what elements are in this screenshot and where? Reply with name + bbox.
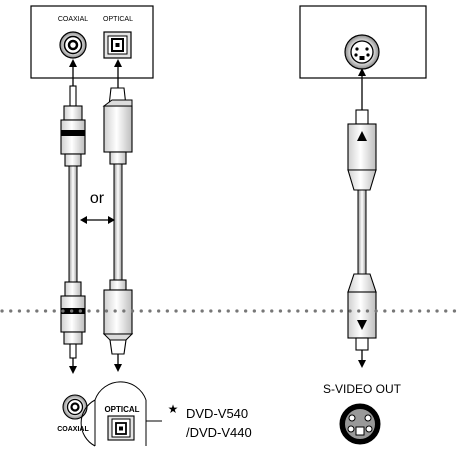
model-line-2: /DVD-V440 — [186, 425, 252, 440]
optical-cable — [102, 59, 134, 372]
coaxial-jack-icon — [62, 394, 88, 420]
optical-jack-icon — [103, 31, 132, 59]
coaxial-label: COAXIAL — [58, 16, 88, 23]
left-panel-frame — [30, 5, 154, 79]
svideo-jack-icon — [339, 403, 381, 445]
coaxial-cable — [60, 59, 86, 374]
right-device-panel — [299, 5, 427, 79]
arrow-icon — [358, 68, 366, 76]
arrow-icon — [358, 360, 366, 368]
arrow-icon — [114, 364, 122, 372]
arrow-icon — [114, 59, 122, 67]
arrow-icon — [80, 216, 87, 224]
arrow-icon — [357, 320, 367, 330]
optical-callout-circle — [80, 381, 147, 447]
optical-jack-icon — [107, 415, 135, 441]
model-line-1: DVD-V540 — [186, 406, 248, 421]
cable-choice-indicator: or — [80, 190, 115, 224]
bottom-optical-label: OPTICAL — [104, 405, 139, 414]
bottom-left-jacks: COAXIAL OPTICAL ★ DVD-V540 /DVD-V440 — [57, 381, 252, 447]
coaxial-jack-icon — [59, 31, 87, 59]
arrow-icon — [69, 59, 77, 67]
svideo-cable — [347, 68, 377, 368]
bottom-right-svideo: S-VIDEO OUT — [323, 382, 402, 445]
optical-label: OPTICAL — [103, 16, 133, 23]
arrow-icon — [357, 131, 367, 141]
svideo-out-label: S-VIDEO OUT — [323, 382, 402, 396]
left-device-panel: COAXIAL OPTICAL — [30, 5, 154, 79]
svideo-jack-icon — [344, 34, 380, 70]
arrow-icon — [108, 216, 115, 224]
arrow-icon — [69, 366, 77, 374]
model-star-icon: ★ — [168, 402, 179, 416]
bottom-coaxial-label: COAXIAL — [57, 426, 89, 433]
or-label: or — [90, 190, 105, 207]
